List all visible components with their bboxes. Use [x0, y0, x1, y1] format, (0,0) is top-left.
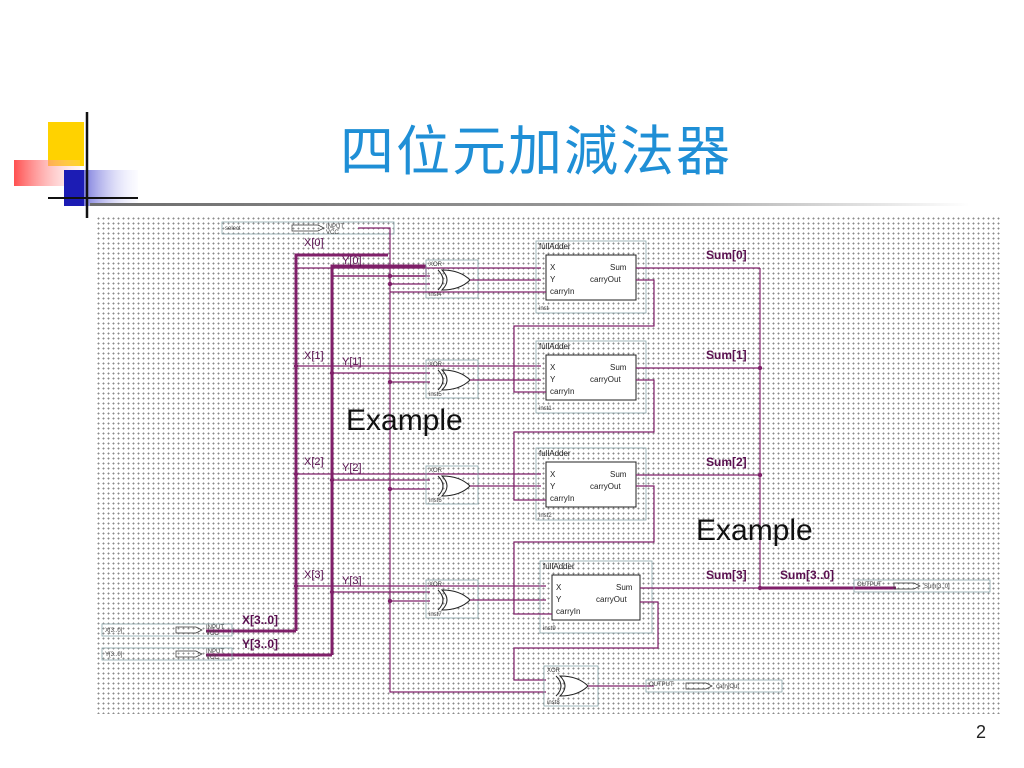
svg-text:Y: Y [556, 595, 562, 604]
svg-text:Sum: Sum [610, 363, 627, 372]
svg-text:VCC: VCC [206, 655, 219, 661]
svg-text:Sum[0]: Sum[0] [706, 248, 747, 262]
svg-text:Sum[2]: Sum[2] [706, 455, 747, 469]
xor-gate: XOR inst4 [425, 259, 479, 299]
xor-gate: XOR inst6 [425, 465, 479, 505]
svg-text:carryOut: carryOut [596, 595, 627, 604]
x-bus-label: X[3..0] [242, 613, 278, 627]
svg-text:X[0]: X[0] [304, 237, 324, 249]
svg-text:Sum: Sum [610, 263, 627, 272]
svg-text:fullAdder: fullAdder [543, 562, 575, 571]
svg-text:inst: inst [539, 306, 549, 312]
svg-text:Y[1]: Y[1] [342, 356, 362, 368]
full-adder: fullAdder X Y carryIn Sum carryOut inst9 [539, 560, 653, 634]
svg-text:inst8: inst8 [547, 700, 560, 706]
svg-text:X: X [550, 263, 556, 272]
svg-text:X[3..0]: X[3..0] [105, 628, 123, 634]
svg-text:X: X [550, 363, 556, 372]
svg-text:X: X [550, 470, 556, 479]
svg-text:inst6: inst6 [429, 498, 442, 504]
carry-out-output-pin: OUTPUT carryOut [645, 679, 783, 693]
select-input-pin: select INPUT VCC [221, 221, 395, 236]
svg-text:Y[3]: Y[3] [342, 575, 362, 587]
svg-text:carryIn: carryIn [556, 607, 580, 616]
svg-text:X[2]: X[2] [304, 456, 324, 468]
schematic-svg: select INPUT VCC X[3..0] INPUT VCC X[3..… [101, 221, 991, 707]
example-annotation-2: Example [696, 514, 813, 547]
xor-gate: XOR inst7 [425, 579, 479, 619]
svg-text:X[3]: X[3] [304, 569, 324, 581]
svg-text:X: X [556, 583, 562, 592]
svg-text:fullAdder: fullAdder [539, 342, 571, 351]
svg-text:inst1: inst1 [539, 406, 552, 412]
page-number: 2 [976, 722, 987, 742]
sum-output-pin: OUTPUT Sum[3..0] [853, 579, 991, 593]
svg-text:inst7: inst7 [429, 612, 442, 618]
svg-text:VCC: VCC [326, 230, 339, 236]
full-adder: fullAdder X Y carryIn Sum carryOut inst1 [535, 340, 647, 414]
xor-gate: XOR inst5 [425, 359, 479, 399]
title-divider [90, 203, 970, 206]
svg-text:Sum[1]: Sum[1] [706, 348, 747, 362]
full-adder: fullAdder X Y carryIn Sum carryOut inst [535, 240, 647, 314]
svg-text:Y[2]: Y[2] [342, 462, 362, 474]
svg-text:inst9: inst9 [543, 626, 556, 632]
svg-text:inst2: inst2 [539, 513, 552, 519]
svg-text:inst4: inst4 [429, 292, 442, 298]
svg-text:fullAdder: fullAdder [539, 449, 571, 458]
svg-text:XOR: XOR [429, 582, 443, 588]
svg-text:INPUT: INPUT [326, 224, 344, 230]
svg-text:OUTPUT: OUTPUT [857, 582, 882, 588]
decorative-logo [14, 112, 138, 218]
schematic-canvas: select INPUT VCC X[3..0] INPUT VCC X[3..… [96, 216, 1000, 714]
example-annotation-1: Example [346, 404, 463, 437]
svg-text:Y[3..0]: Y[3..0] [105, 652, 123, 658]
svg-text:select: select [225, 226, 241, 232]
svg-text:INPUT: INPUT [206, 625, 224, 631]
svg-text:XOR: XOR [429, 262, 443, 268]
svg-text:carryOut: carryOut [716, 684, 739, 690]
sum-bus-label: Sum[3..0] [780, 568, 834, 582]
y-bus-input-pin: Y[3..0] INPUT VCC [101, 647, 233, 661]
x-bus-input-pin: X[3..0] INPUT VCC [101, 623, 233, 637]
svg-text:XOR: XOR [547, 668, 561, 674]
full-adder: fullAdder X Y carryIn Sum carryOut inst2 [535, 447, 647, 521]
svg-text:Y: Y [550, 275, 556, 284]
svg-text:XOR: XOR [429, 362, 443, 368]
svg-text:X[1]: X[1] [304, 350, 324, 362]
svg-text:inst5: inst5 [429, 392, 442, 398]
y-bus-label: Y[3..0] [242, 637, 278, 651]
svg-text:INPUT: INPUT [206, 649, 224, 655]
svg-text:carryIn: carryIn [550, 387, 574, 396]
svg-text:carryIn: carryIn [550, 494, 574, 503]
svg-text:XOR: XOR [429, 468, 443, 474]
slide-title: 四位元加減法器 [340, 120, 732, 183]
svg-text:Sum: Sum [610, 470, 627, 479]
svg-text:VCC: VCC [206, 631, 219, 637]
svg-text:Y: Y [550, 482, 556, 491]
svg-text:carryOut: carryOut [590, 375, 621, 384]
svg-text:Y: Y [550, 375, 556, 384]
svg-text:carryOut: carryOut [590, 482, 621, 491]
svg-text:Sum[3]: Sum[3] [706, 568, 747, 582]
svg-text:Y[0]: Y[0] [342, 255, 362, 267]
xor-gate: XOR inst8 [543, 665, 599, 707]
svg-text:Sum[3..0]: Sum[3..0] [924, 584, 950, 590]
svg-text:carryIn: carryIn [550, 287, 574, 296]
svg-text:OUTPUT: OUTPUT [649, 682, 674, 688]
svg-text:carryOut: carryOut [590, 275, 621, 284]
svg-text:Sum: Sum [616, 583, 633, 592]
svg-text:fullAdder: fullAdder [539, 242, 571, 251]
